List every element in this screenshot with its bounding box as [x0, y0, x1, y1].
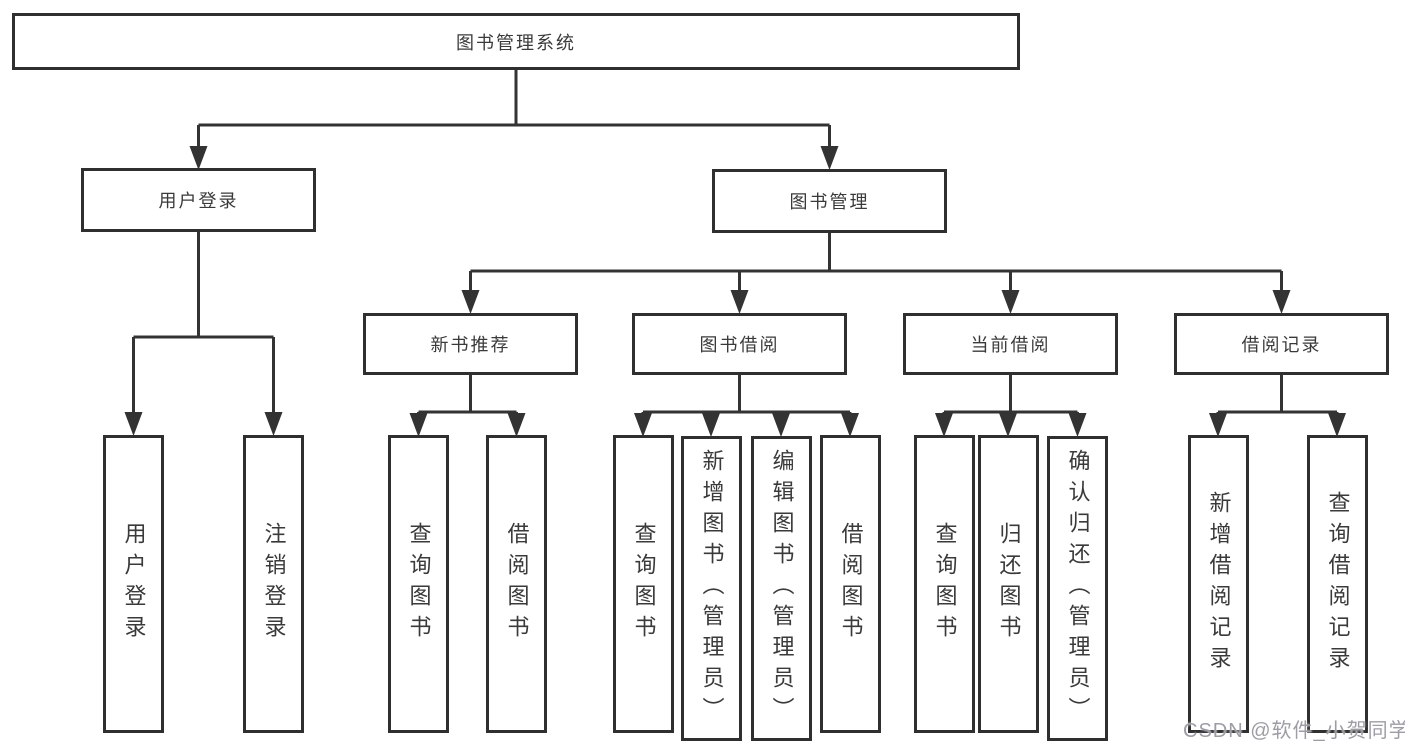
- node-user-login: 用户登录: [81, 168, 316, 232]
- node-label: 编辑图书（管理员）: [769, 449, 795, 728]
- leaf-edit-book-admin: 编辑图书（管理员）: [751, 436, 812, 741]
- node-label: 借阅图书: [504, 522, 530, 646]
- node-label: 图书借阅: [699, 335, 780, 355]
- node-label: 当前借阅: [970, 335, 1051, 355]
- leaf-logout: 注销登录: [243, 435, 304, 733]
- leaf-query-books-recommend: 查询图书: [388, 435, 449, 733]
- node-book-borrowing: 图书借阅: [632, 313, 847, 375]
- leaf-query-books-borrowing: 查询图书: [613, 435, 674, 733]
- node-new-book-recommend: 新书推荐: [363, 313, 578, 375]
- leaf-user-login: 用户登录: [103, 435, 164, 733]
- leaf-borrow-books: 借阅图书: [820, 435, 881, 733]
- leaf-return-books: 归还图书: [978, 435, 1039, 733]
- leaf-add-book-admin: 新增图书（管理员）: [681, 436, 742, 741]
- node-label: 归还图书: [996, 522, 1022, 646]
- csdn-watermark: CSDN @软件_小贺同学: [1183, 720, 1405, 742]
- node-label: 借阅记录: [1241, 335, 1322, 355]
- node-label: 图书管理: [789, 192, 870, 212]
- leaf-borrow-books-recommend: 借阅图书: [486, 435, 547, 733]
- node-current-borrowing: 当前借阅: [903, 313, 1118, 375]
- node-label: 用户登录: [158, 191, 239, 211]
- node-label: 新书推荐: [430, 335, 511, 355]
- node-book-management: 图书管理: [712, 169, 947, 233]
- node-label: 查询图书: [406, 522, 432, 646]
- node-label: 确认归还（管理员）: [1065, 449, 1091, 728]
- leaf-query-borrow-record: 查询借阅记录: [1307, 435, 1368, 733]
- node-label: 新增借阅记录: [1206, 491, 1232, 677]
- node-label: 注销登录: [261, 522, 287, 646]
- node-book-management-system: 图书管理系统: [12, 13, 1020, 70]
- node-label: 图书管理系统: [456, 32, 576, 53]
- node-label: 查询借阅记录: [1325, 491, 1351, 677]
- node-label: 查询图书: [932, 522, 958, 646]
- node-label: 新增图书（管理员）: [699, 449, 725, 728]
- node-label: 用户登录: [121, 522, 147, 646]
- node-label: 查询图书: [631, 522, 657, 646]
- leaf-add-borrow-record: 新增借阅记录: [1188, 435, 1249, 733]
- leaf-confirm-return-admin: 确认归还（管理员）: [1047, 436, 1108, 741]
- arrowheads: [124, 146, 1346, 437]
- node-borrowing-records: 借阅记录: [1174, 313, 1389, 375]
- leaf-query-books-current: 查询图书: [914, 435, 975, 733]
- node-label: 借阅图书: [838, 522, 864, 646]
